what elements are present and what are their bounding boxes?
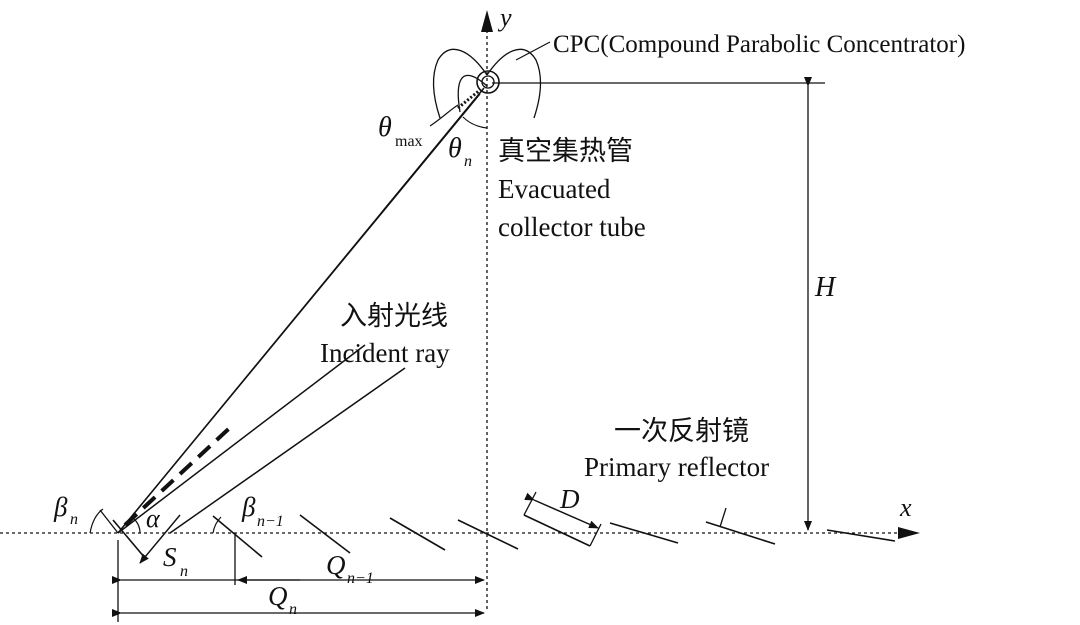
- beta-n-label: β: [53, 492, 68, 522]
- mirror-3: [299, 514, 351, 554]
- max-angle-ray: [117, 93, 481, 534]
- height-label: H: [814, 272, 837, 303]
- incident-ray-2: [169, 367, 406, 534]
- beta-n1-arc: [212, 516, 222, 534]
- tube-label-en-1: Evacuated: [498, 174, 611, 204]
- theta-n-sub: n: [464, 153, 472, 170]
- s-n-sub: n: [180, 563, 188, 580]
- theta-n-label: θ: [448, 133, 462, 164]
- q-n1-label: Q: [326, 550, 346, 580]
- mirror-7: [609, 522, 679, 544]
- tube-label-cn: 真空集热管: [498, 136, 633, 166]
- theta-max-label: θ: [378, 112, 392, 143]
- beta-n-arc: [89, 508, 104, 534]
- q-n1-sub: n−1: [347, 570, 374, 587]
- theta-max-arc: [429, 104, 459, 127]
- incident-ray-label-en: Incident ray: [320, 338, 450, 368]
- mirror-n: [99, 509, 146, 559]
- evacuated-tube: [476, 70, 500, 94]
- mirror-5: [457, 519, 519, 550]
- mirror-n-1: [212, 515, 263, 558]
- cpc-leader-line: [515, 41, 551, 61]
- tube-label-en-2: collector tube: [498, 212, 646, 242]
- cpc-concentrator: [432, 48, 542, 119]
- tube-hatch-line: [457, 88, 481, 110]
- x-axis-label: x: [899, 493, 912, 522]
- beta-n-sub: n: [70, 511, 78, 528]
- s-n-label: S: [163, 542, 177, 572]
- mirror-8: [705, 507, 776, 545]
- mirror-9: [826, 529, 896, 542]
- q-n-label: Q: [268, 581, 288, 611]
- beta-n1-label: β: [241, 492, 256, 522]
- cpc-label: CPC(Compound Parabolic Concentrator): [553, 31, 965, 58]
- x-axis-arrow-icon: [898, 527, 920, 539]
- reflector-label-cn: 一次反射镜: [614, 416, 749, 446]
- reflector-label-en: Primary reflector: [584, 452, 769, 482]
- s-n-arrow: [139, 514, 181, 564]
- mirror-4: [389, 517, 446, 551]
- incident-ray-label-cn: 入射光线: [340, 301, 448, 331]
- theta-max-sub: max: [395, 133, 423, 150]
- normal-dashed-line: [123, 421, 237, 527]
- q-n-sub: n: [289, 601, 297, 618]
- beta-n1-sub: n−1: [257, 513, 284, 530]
- mirror-width-label: D: [559, 484, 580, 514]
- incident-ray-1: [117, 344, 366, 534]
- theta-n-arc: [462, 116, 488, 129]
- alpha-arc: [131, 516, 141, 534]
- mirror-width-dimension: [524, 492, 599, 529]
- y-axis-arrow-icon: [481, 10, 493, 32]
- alpha-label: α: [146, 504, 161, 533]
- y-axis-label: y: [497, 3, 512, 32]
